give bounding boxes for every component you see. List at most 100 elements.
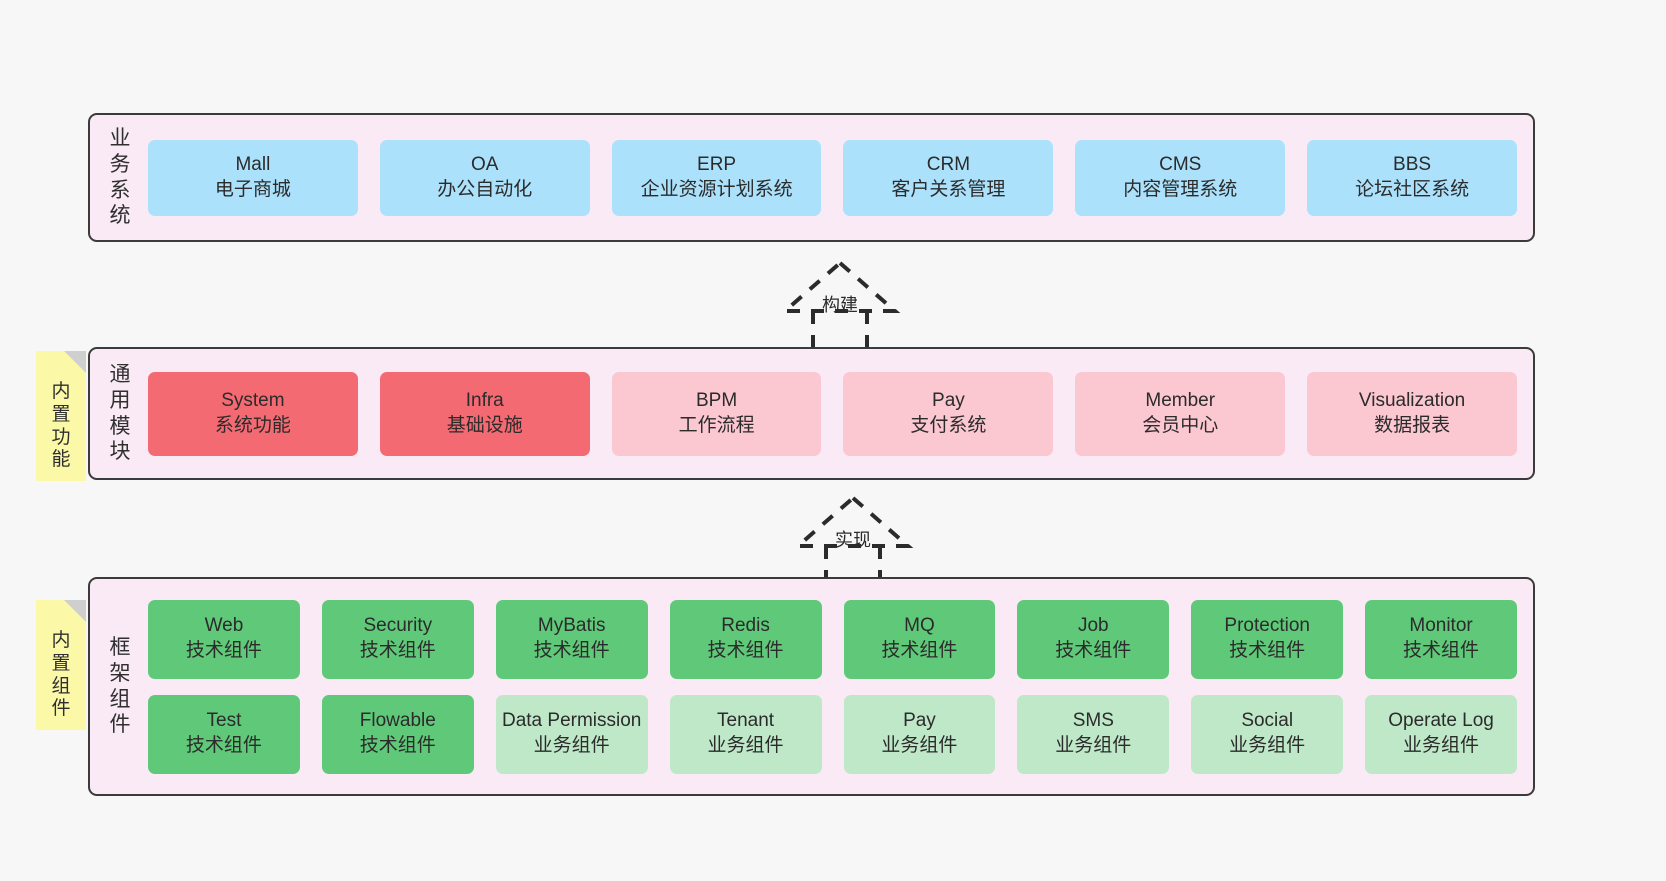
node-title-en: Security — [363, 615, 433, 637]
note-builtin-function-char-1: 置 — [51, 403, 71, 425]
note-fold-corner-icon — [64, 600, 86, 622]
node-title-cn: 业务组件 — [1403, 735, 1480, 756]
layer3-title-char-3: 件 — [109, 713, 131, 737]
node-title-en: Member — [1145, 389, 1216, 411]
node-framework-sms[interactable]: SMS 业务组件 — [1017, 694, 1170, 774]
node-title-cn: 技术组件 — [533, 640, 610, 661]
node-title-cn: 会员中心 — [1142, 414, 1219, 436]
node-title-cn: 办公自动化 — [437, 178, 533, 200]
layer1-title-char-2: 系 — [109, 178, 131, 202]
node-title-en: SMS — [1072, 710, 1114, 732]
node-title-en: OA — [471, 153, 499, 175]
node-title-cn: 电子商城 — [214, 178, 291, 200]
node-title-cn: 客户关系管理 — [891, 178, 1006, 200]
note-builtin-component-char-3: 件 — [51, 698, 71, 720]
node-title-cn: 内容管理系统 — [1123, 178, 1238, 200]
arrow-implement-label: 实现 — [835, 530, 871, 550]
node-framework-data-permission[interactable]: Data Permission 业务组件 — [495, 694, 648, 774]
node-title-en: Test — [206, 710, 242, 732]
node-title-en: MyBatis — [537, 615, 606, 637]
node-framework-mq[interactable]: MQ 技术组件 — [843, 599, 996, 679]
node-business-oa[interactable]: OA 办公自动化 — [379, 139, 590, 216]
node-title-cn: 技术组件 — [1229, 640, 1306, 661]
node-title-en: CMS — [1159, 153, 1202, 175]
note-builtin-component-char-1: 置 — [51, 652, 71, 674]
arrow-head-triangle — [792, 495, 914, 548]
layer1-title-char-1: 务 — [109, 152, 131, 176]
node-title-en: Flowable — [359, 710, 436, 732]
arrow-build: 构建 — [755, 255, 925, 353]
node-title-cn: 技术组件 — [1055, 640, 1132, 661]
node-title-en: Pay — [903, 710, 936, 732]
node-title-cn: 技术组件 — [359, 735, 436, 756]
node-title-en: Visualization — [1358, 389, 1466, 411]
node-title-en: Tenant — [717, 710, 775, 732]
note-builtin-function: 内置功能 — [36, 351, 86, 481]
note-builtin-component-char-0: 内 — [51, 630, 71, 651]
layer2-title-char-1: 用 — [109, 388, 131, 412]
node-title-en: MQ — [904, 615, 935, 637]
node-title-cn: 技术组件 — [359, 640, 436, 661]
node-module-member[interactable]: Member 会员中心 — [1075, 371, 1286, 456]
node-title-en: BBS — [1393, 153, 1432, 175]
node-title-cn: 系统功能 — [214, 414, 291, 436]
node-title-cn: 基础设施 — [446, 414, 523, 436]
layer3-title-char-2: 组 — [109, 687, 131, 711]
node-title-cn: 数据报表 — [1374, 414, 1451, 436]
layer1-title-char-0: 业 — [109, 127, 131, 151]
node-framework-social[interactable]: Social 业务组件 — [1191, 694, 1344, 774]
node-title-en: Pay — [932, 389, 965, 411]
node-title-cn: 技术组件 — [1403, 640, 1480, 661]
arrow-implement: 实现 — [768, 490, 938, 588]
node-title-en: Redis — [721, 615, 770, 637]
layer2-title-char-0: 通 — [109, 363, 131, 387]
node-title-en: BPM — [695, 389, 738, 411]
node-title-cn: 业务组件 — [1229, 735, 1306, 756]
node-framework-mybatis[interactable]: MyBatis 技术组件 — [495, 599, 648, 679]
node-module-visualization[interactable]: Visualization 数据报表 — [1307, 371, 1517, 456]
node-title-cn: 论坛社区系统 — [1355, 178, 1470, 200]
node-title-cn: 技术组件 — [185, 640, 262, 661]
node-module-infra[interactable]: Infra 基础设施 — [379, 371, 590, 456]
node-title-en: Data Permission — [501, 710, 642, 732]
node-framework-security[interactable]: Security 技术组件 — [321, 599, 474, 679]
note-builtin-function-char-2: 功 — [51, 426, 71, 448]
node-title-en: Infra — [465, 389, 504, 411]
node-title-cn: 技术组件 — [881, 640, 958, 661]
node-module-bpm[interactable]: BPM 工作流程 — [611, 371, 822, 456]
node-framework-operate-log[interactable]: Operate Log 业务组件 — [1365, 694, 1517, 774]
node-title-cn: 业务组件 — [533, 735, 610, 756]
node-title-cn: 技术组件 — [707, 640, 784, 661]
note-builtin-function-char-3: 能 — [51, 449, 71, 471]
node-framework-protection[interactable]: Protection 技术组件 — [1191, 599, 1344, 679]
note-builtin-function-char-0: 内 — [51, 381, 71, 402]
node-title-cn: 业务组件 — [1055, 735, 1132, 756]
node-title-en: Social — [1241, 710, 1294, 732]
node-title-cn: 工作流程 — [678, 414, 755, 436]
layer1-title-char-3: 统 — [109, 204, 131, 228]
node-title-en: Operate Log — [1388, 710, 1494, 732]
node-framework-redis[interactable]: Redis 技术组件 — [669, 599, 822, 679]
node-business-cms[interactable]: CMS 内容管理系统 — [1075, 139, 1286, 216]
node-framework-flowable[interactable]: Flowable 技术组件 — [321, 694, 474, 774]
node-business-bbs[interactable]: BBS 论坛社区系统 — [1307, 139, 1517, 216]
layer3-title: 框架组件 — [98, 635, 142, 737]
node-title-en: Protection — [1224, 615, 1310, 637]
